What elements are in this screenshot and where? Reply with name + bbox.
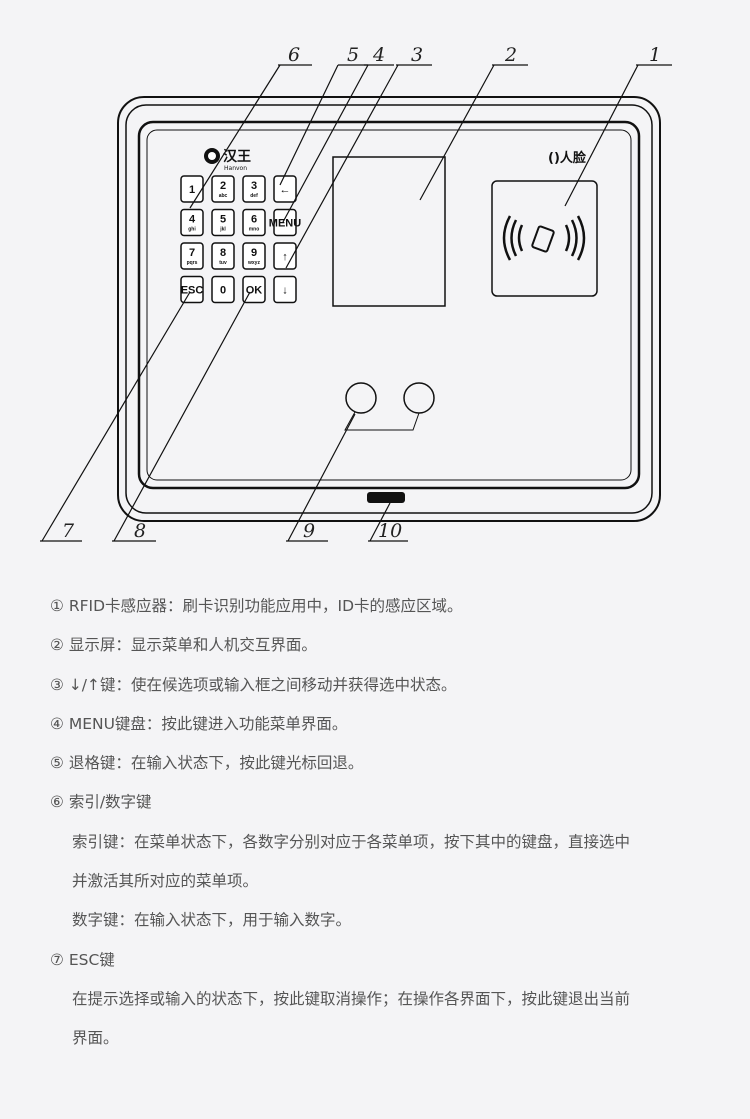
description-line: ④ MENU键盘：按此键进入功能菜单界面。 <box>50 714 348 733</box>
description-line: ① RFID卡感应器：刷卡识别功能应用中，ID卡的感应区域。 <box>50 597 463 615</box>
callout-8: 8 <box>134 520 146 542</box>
connector-port <box>367 492 405 503</box>
key-label: ↑ <box>282 251 288 263</box>
description-line: 数字键：在输入状态下，用于输入数字。 <box>72 911 352 930</box>
keypad-key: ESC <box>180 275 204 304</box>
key-label: 4 <box>189 214 196 226</box>
key-sublabel: tuv <box>219 260 227 266</box>
keypad-key: ↓ <box>273 275 297 304</box>
key-sublabel: def <box>250 193 258 199</box>
key-label: 3 <box>251 180 257 192</box>
brand-face-logo: ()人脸 <box>548 150 587 166</box>
callout-6: 6 <box>288 44 300 66</box>
key-sublabel: abc <box>219 193 228 199</box>
key-label: 5 <box>220 214 226 226</box>
device-panel-inner <box>146 129 632 481</box>
callout-9: 9 <box>303 520 315 542</box>
description-line: 并激活其所对应的菜单项。 <box>72 872 259 891</box>
key-label: 1 <box>189 184 195 196</box>
svg-text:汉王: 汉王 <box>223 149 251 165</box>
description-line: 索引键：在菜单状态下，各数字分别对应于各菜单项，按下其中的键盘，直接选中 <box>72 832 631 851</box>
device-logo: 汉王 Hanvon <box>204 148 251 172</box>
rfid-reader-area <box>491 180 598 297</box>
key-label: OK <box>246 285 263 297</box>
callout-4: 4 <box>372 44 385 66</box>
key-label: 7 <box>189 247 195 259</box>
keypad-key: ← <box>273 175 297 203</box>
key-label: 6 <box>251 214 257 226</box>
key-sublabel: mno <box>249 227 260 233</box>
rfid-icon <box>502 215 586 261</box>
key-label: ESC <box>181 285 204 297</box>
display-screen <box>332 156 446 307</box>
keypad-key: 0 <box>211 275 235 304</box>
keypad-key: 1 <box>180 175 204 203</box>
key-label: 2 <box>220 180 226 192</box>
callout-2: 2 <box>504 44 517 66</box>
key-sublabel: pqrs <box>187 260 198 266</box>
description-line: ② 显示屏：显示菜单和人机交互界面。 <box>50 636 317 655</box>
description-line: ⑦ ESC键 <box>50 950 115 969</box>
device-frame-inner <box>125 104 653 514</box>
key-sublabel: ghi <box>188 227 196 233</box>
description-line: 界面。 <box>72 1029 119 1048</box>
description-line: ⑤ 退格键：在输入状态下，按此键光标回退。 <box>50 754 364 773</box>
device-panel <box>137 120 641 490</box>
description-line: ⑥ 索引/数字键 <box>50 793 152 812</box>
callout-10: 10 <box>378 520 402 542</box>
key-label: 0 <box>220 285 226 297</box>
keypad-key: OK <box>242 275 266 304</box>
description-line: ③ ↓/↑键：使在候选项或输入框之间移动并获得选中状态。 <box>50 675 457 694</box>
key-label: ← <box>280 184 291 196</box>
key-label: MENU <box>269 218 301 230</box>
callout-7: 7 <box>62 520 75 542</box>
key-label: 8 <box>220 247 226 259</box>
key-sublabel: jkl <box>219 227 226 233</box>
keypad-key: ↑ <box>273 242 297 270</box>
callout-1: 1 <box>649 44 661 66</box>
svg-text:Hanvon: Hanvon <box>224 165 247 172</box>
key-label: ↓ <box>282 285 288 297</box>
description-list: ① RFID卡感应器：刷卡识别功能应用中，ID卡的感应区域。 ② 显示屏：显示菜单… <box>50 596 720 1068</box>
device-outer-frame <box>117 96 661 522</box>
sensor-button-right <box>403 382 435 414</box>
key-sublabel: wxyz <box>247 260 260 266</box>
callout-3: 3 <box>411 44 423 66</box>
callout-5: 5 <box>347 44 359 66</box>
sensor-button-left <box>345 382 377 414</box>
key-label: 9 <box>251 247 257 259</box>
keypad-key: MENU <box>269 208 301 237</box>
description-line: 在提示选择或输入的状态下，按此键取消操作；在操作各界面下，按此键退出当前 <box>72 989 631 1008</box>
